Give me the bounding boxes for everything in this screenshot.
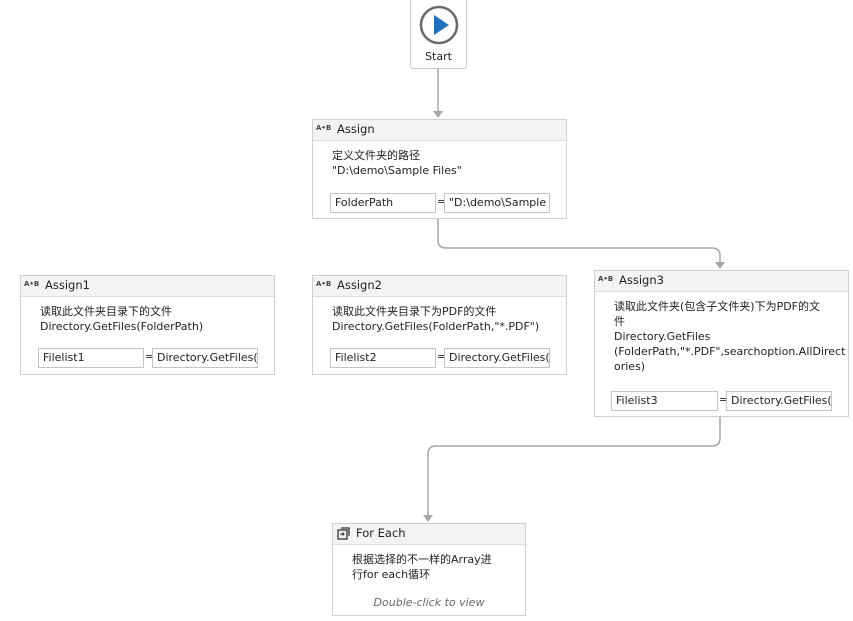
activity-header: A•B Assign2 — [313, 276, 566, 297]
activity-header: A•B Assign1 — [21, 276, 274, 297]
foreach-activity[interactable]: For Each 根据选择的不一样的Array进 行for each循环 Dou… — [332, 523, 526, 616]
assign-icon: A•B — [316, 124, 332, 132]
assign3-activity[interactable]: A•B Assign3 读取此文件夹(包含子文件夹)下为PDF的文 件 Dire… — [594, 270, 849, 417]
annotation: 根据选择的不一样的Array进 行for each循环 — [352, 553, 492, 581]
equals-sign: = — [145, 350, 155, 363]
activity-header: A•B Assign — [313, 120, 566, 141]
annotation: 读取此文件夹目录下为PDF的文件 Directory.GetFiles(Fold… — [332, 305, 540, 333]
assign-icon: A•B — [598, 275, 614, 283]
assign-activity[interactable]: A•B Assign 定义文件夹的路径 "D:\demo\Sample File… — [312, 119, 567, 219]
activity-title: Assign2 — [337, 278, 382, 292]
assign-value-field[interactable]: Directory.GetFiles(FolderPath) — [152, 348, 258, 368]
assign-to-field[interactable]: Filelist3 — [611, 391, 718, 411]
assign-value-field[interactable]: Directory.GetFiles(FolderPath,"*.PDF",se… — [726, 391, 832, 411]
assign-to-field[interactable]: FolderPath — [330, 193, 436, 213]
annotation: 定义文件夹的路径 "D:\demo\Sample Files" — [332, 149, 462, 177]
start-node[interactable]: Start — [410, 0, 467, 69]
equals-sign: = — [719, 393, 729, 406]
activity-header: A•B Assign3 — [595, 271, 848, 292]
assign2-activity[interactable]: A•B Assign2 读取此文件夹目录下为PDF的文件 Directory.G… — [312, 275, 567, 375]
assign-value-field[interactable]: "D:\demo\Sample Files" — [444, 193, 550, 213]
activity-title: Assign3 — [619, 273, 664, 287]
assign-icon: A•B — [24, 280, 40, 288]
activity-title: For Each — [356, 526, 406, 540]
assign-icon: A•B — [316, 280, 332, 288]
double-click-hint: Double-click to view — [373, 596, 485, 609]
assign-value-field[interactable]: Directory.GetFiles(FolderPath,"*.PDF") — [444, 348, 550, 368]
play-icon — [419, 5, 459, 45]
assign-to-field[interactable]: Filelist1 — [38, 348, 144, 368]
assign1-activity[interactable]: A•B Assign1 读取此文件夹目录下的文件 Directory.GetFi… — [20, 275, 275, 375]
foreach-icon — [337, 527, 350, 540]
activity-title: Assign1 — [45, 278, 90, 292]
annotation: 读取此文件夹目录下的文件 Directory.GetFiles(FolderPa… — [40, 305, 204, 333]
equals-sign: = — [437, 195, 447, 208]
activity-title: Assign — [337, 122, 375, 136]
annotation: 读取此文件夹(包含子文件夹)下为PDF的文 件 Directory.GetFil… — [614, 300, 846, 373]
equals-sign: = — [437, 350, 447, 363]
activity-header: For Each — [333, 524, 525, 545]
start-label: Start — [425, 50, 452, 63]
assign-to-field[interactable]: Filelist2 — [330, 348, 436, 368]
